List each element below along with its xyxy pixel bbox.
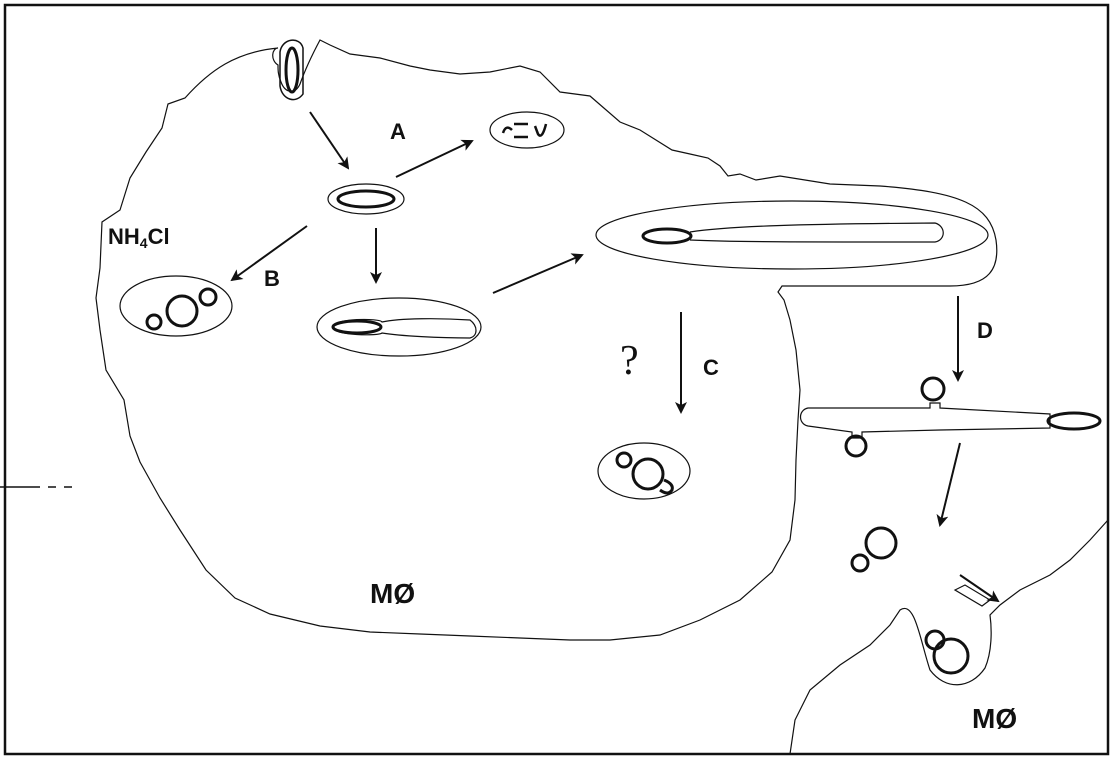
bud-large-b	[165, 294, 199, 328]
engulf-flap	[953, 584, 992, 607]
arrow-release	[936, 442, 961, 527]
particle-center	[336, 189, 396, 209]
degraded-vacuole	[489, 111, 565, 149]
bud-small-b1	[145, 313, 163, 331]
elongating-particle	[332, 318, 477, 339]
label-macrophage-main: MØ	[370, 578, 416, 609]
entering-particle	[284, 46, 300, 94]
elongating-particle-head	[331, 319, 383, 335]
bud-bottom-d	[844, 434, 868, 458]
arrow-a	[395, 139, 474, 178]
question-mark: ?	[620, 338, 639, 384]
tube-end-particle	[1046, 411, 1102, 431]
released-particle-large	[864, 526, 898, 560]
long-particle-tube	[689, 222, 944, 243]
nh4cl-prefix: NH	[108, 224, 140, 249]
elongating-vacuole	[316, 297, 482, 357]
phagosome-center	[327, 183, 405, 215]
bud-top-d	[920, 376, 946, 402]
uptake-vacuole	[279, 39, 304, 101]
label-b: B	[264, 266, 280, 291]
bud-small-c2	[659, 478, 674, 495]
vacuole-c	[597, 442, 691, 500]
arrow-to-long-vacuole	[492, 253, 584, 294]
nh4cl-suffix: Cl	[147, 224, 170, 249]
label-d: D	[977, 318, 993, 343]
arrows	[230, 111, 1000, 603]
label-a: A	[390, 119, 406, 144]
bud-large-c	[631, 457, 665, 491]
long-particle-head	[641, 227, 693, 245]
released-particle-small	[850, 553, 870, 573]
label-nh4cl: NH4Cl	[108, 224, 170, 251]
long-vacuole	[595, 200, 989, 270]
nh4cl-subscript: 4	[139, 235, 148, 251]
vacuole-b	[119, 275, 233, 337]
frame-border	[3, 3, 1110, 756]
arrow-b	[230, 225, 308, 282]
extruded-tube	[799, 402, 1051, 439]
label-c: C	[703, 355, 719, 380]
bud-small-b2	[198, 287, 218, 307]
bud-small-c1	[615, 451, 633, 469]
macrophage-cell-outline	[95, 39, 998, 641]
arrow-uptake	[309, 111, 350, 170]
degraded-fragments	[501, 122, 548, 139]
engulfed-particle-large	[932, 637, 970, 675]
engulfed-particle-small	[924, 629, 946, 651]
arrow-engulf	[959, 574, 1000, 603]
label-macrophage-second: MØ	[972, 703, 1018, 734]
second-macrophage-outline	[789, 519, 1109, 755]
